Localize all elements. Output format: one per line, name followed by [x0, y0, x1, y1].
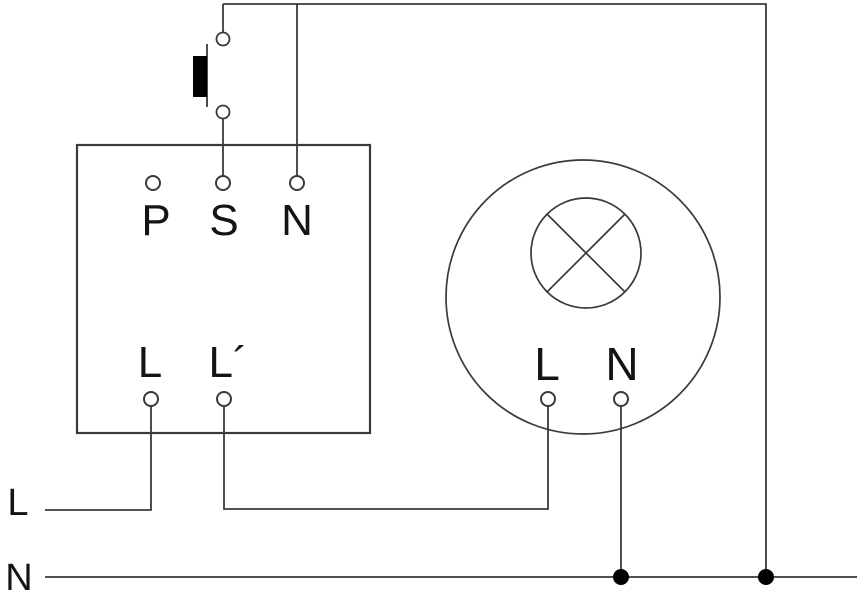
switch-button-cap: [193, 56, 207, 97]
push-button-switch: [193, 4, 231, 176]
lamp-l-label: L: [534, 338, 560, 390]
terminal-n-circle: [289, 175, 305, 191]
terminal-n-label: N: [281, 196, 313, 245]
supply-n-label: N: [5, 557, 32, 592]
switch-top-contact: [215, 31, 231, 47]
neutral-top-bus-wire: [223, 3, 767, 577]
lamp-enclosure-circle: [445, 159, 721, 435]
lamp-cross-line-2: [546, 213, 626, 293]
terminal-s-label: S: [209, 196, 238, 245]
terminal-s-circle: [215, 175, 231, 191]
supply-l-wire: [45, 406, 152, 511]
lamp-terminal-n-circle: [613, 391, 629, 407]
terminal-p-circle: [145, 175, 161, 191]
lamp-n-label: N: [605, 338, 638, 390]
terminal-l-prime-circle: [216, 391, 232, 407]
switch-bottom-contact: [215, 104, 231, 120]
sensor-box: P S N L L´: [75, 143, 372, 435]
lamp-bulb-circle: [530, 197, 642, 309]
junction-dot-lamp-n: [613, 569, 629, 585]
junction-dot-right-drop: [758, 569, 774, 585]
switched-line-wire: [223, 406, 549, 510]
terminal-l-label: L: [138, 338, 162, 387]
lamp-terminal-l-circle: [540, 391, 556, 407]
terminal-l-prime-label: L´: [208, 338, 247, 387]
supply-l-label: L: [7, 482, 28, 524]
lamp: L N: [445, 159, 721, 435]
terminal-l-circle: [143, 391, 159, 407]
lamp-symbol-icon: [530, 197, 642, 309]
terminal-p-label: P: [141, 196, 170, 245]
